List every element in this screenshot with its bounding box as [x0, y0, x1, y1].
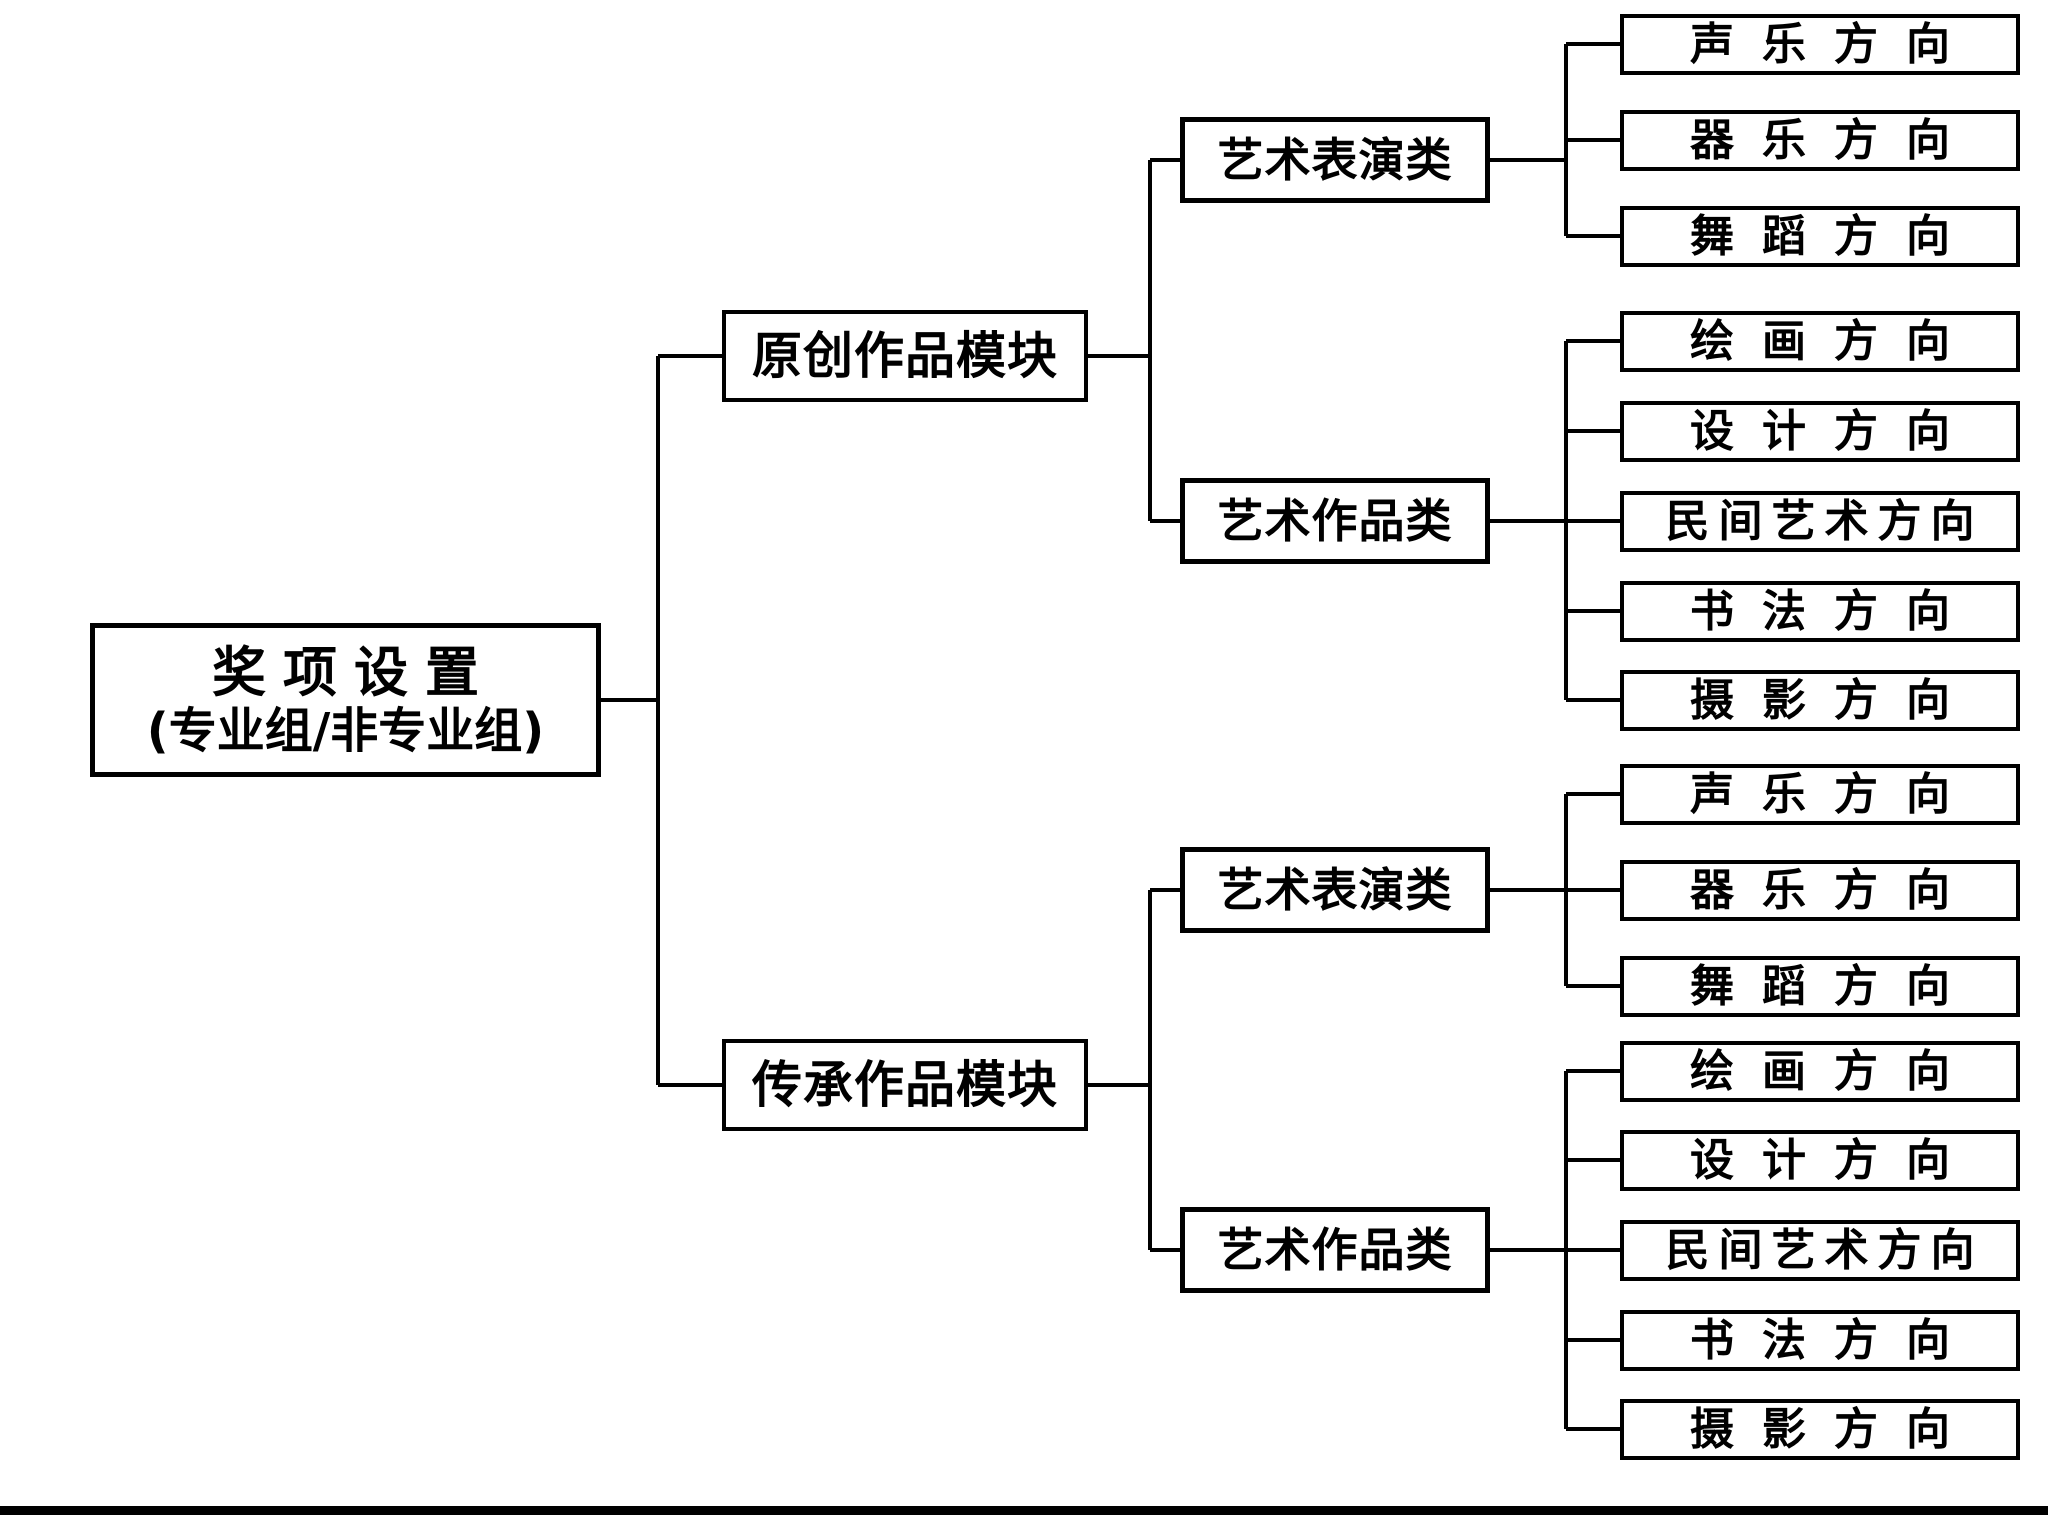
category-label: 艺术作品类 [1217, 494, 1453, 548]
leaf-label: 声乐方向 [1690, 18, 1978, 70]
leaf-label: 设计方向 [1690, 1134, 1978, 1186]
leaf-label: 声乐方向 [1690, 768, 1978, 820]
leaf-label: 摄影方向 [1690, 1403, 1978, 1455]
root-title-line1: 奖项设置 [212, 640, 496, 704]
leaf-label: 民间艺术方向 [1665, 495, 1984, 547]
leaf-node-instrumental-heritage[interactable]: 器乐方向 [1620, 860, 2020, 921]
leaf-label: 摄影方向 [1690, 674, 1978, 726]
leaf-node-calligraphy-original[interactable]: 书法方向 [1620, 581, 2020, 642]
category-node-artwork-original[interactable]: 艺术作品类 [1180, 478, 1490, 564]
category-node-artwork-heritage[interactable]: 艺术作品类 [1180, 1207, 1490, 1293]
leaf-label: 书法方向 [1690, 1314, 1978, 1366]
leaf-node-painting-original[interactable]: 绘画方向 [1620, 311, 2020, 372]
leaf-node-folkart-original[interactable]: 民间艺术方向 [1620, 491, 2020, 552]
leaf-node-design-heritage[interactable]: 设计方向 [1620, 1130, 2020, 1191]
leaf-node-vocal-original[interactable]: 声乐方向 [1620, 14, 2020, 75]
leaf-label: 民间艺术方向 [1665, 1224, 1984, 1276]
leaf-node-painting-heritage[interactable]: 绘画方向 [1620, 1041, 2020, 1102]
category-label: 艺术作品类 [1217, 1223, 1453, 1277]
leaf-label: 器乐方向 [1690, 864, 1978, 916]
leaf-node-photography-original[interactable]: 摄影方向 [1620, 670, 2020, 731]
leaf-label: 舞蹈方向 [1690, 210, 1978, 262]
leaf-label: 舞蹈方向 [1690, 960, 1978, 1012]
leaf-node-vocal-heritage[interactable]: 声乐方向 [1620, 764, 2020, 825]
leaf-node-instrumental-original[interactable]: 器乐方向 [1620, 110, 2020, 171]
leaf-node-dance-original[interactable]: 舞蹈方向 [1620, 206, 2020, 267]
module-label: 原创作品模块 [752, 327, 1058, 385]
leaf-node-design-original[interactable]: 设计方向 [1620, 401, 2020, 462]
leaf-label: 绘画方向 [1690, 1045, 1978, 1097]
leaf-node-folkart-heritage[interactable]: 民间艺术方向 [1620, 1220, 2020, 1281]
category-label: 艺术表演类 [1217, 133, 1453, 187]
leaf-label: 书法方向 [1690, 585, 1978, 637]
category-label: 艺术表演类 [1217, 863, 1453, 917]
leaf-label: 设计方向 [1690, 405, 1978, 457]
module-node-heritage[interactable]: 传承作品模块 [722, 1039, 1088, 1131]
leaf-node-photography-heritage[interactable]: 摄影方向 [1620, 1399, 2020, 1460]
category-node-performance-heritage[interactable]: 艺术表演类 [1180, 847, 1490, 933]
leaf-label: 器乐方向 [1690, 114, 1978, 166]
module-node-original[interactable]: 原创作品模块 [722, 310, 1088, 402]
leaf-node-dance-heritage[interactable]: 舞蹈方向 [1620, 956, 2020, 1017]
category-node-performance-original[interactable]: 艺术表演类 [1180, 117, 1490, 203]
module-label: 传承作品模块 [752, 1056, 1058, 1114]
leaf-label: 绘画方向 [1690, 315, 1978, 367]
root-title-line2: (专业组/非专业组) [146, 702, 545, 759]
bottom-divider [0, 1506, 2048, 1515]
leaf-node-calligraphy-heritage[interactable]: 书法方向 [1620, 1310, 2020, 1371]
root-node[interactable]: 奖项设置 (专业组/非专业组) [90, 623, 601, 777]
